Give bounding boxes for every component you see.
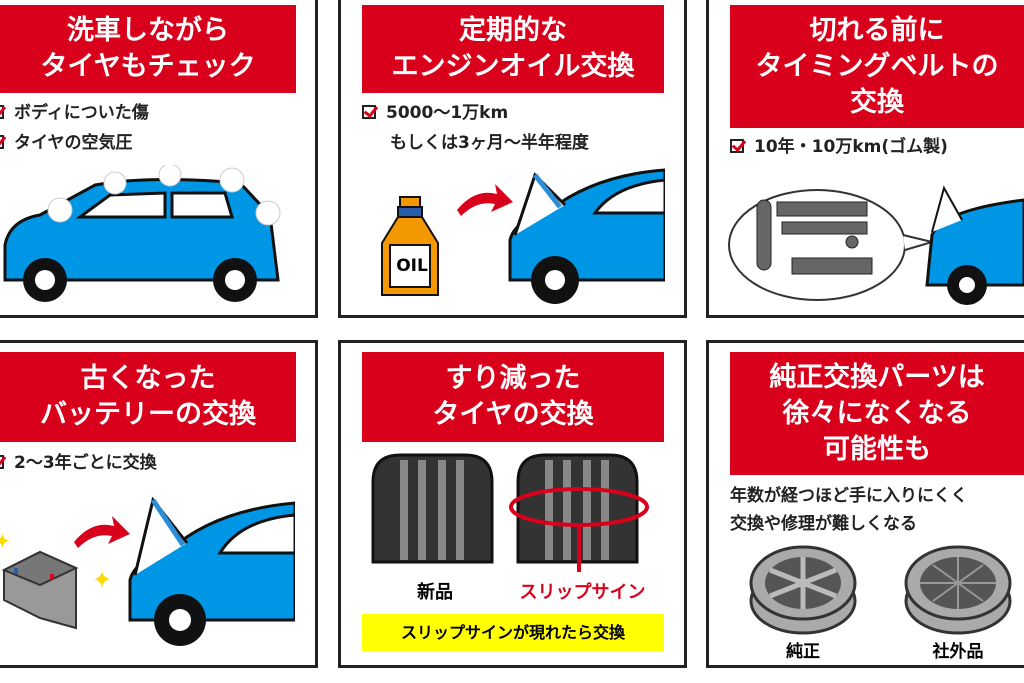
title-line: タイヤの交換 <box>432 399 594 430</box>
checkbox-icon <box>362 105 376 119</box>
tire-tread-illustration <box>371 453 649 572</box>
title-line: エンジンオイル交換 <box>391 51 635 82</box>
panel-battery-title: 古くなったバッテリーの交換 <box>0 352 296 442</box>
red-arrow-icon <box>74 516 130 548</box>
car-open-hood-illustration <box>128 496 295 646</box>
car-open-hood-illustration <box>508 168 665 304</box>
new-tire-label: 新品 <box>417 582 453 603</box>
note-text: 年数が経つほど手に入りにくく <box>730 486 968 506</box>
check-item: 2〜3年ごとに交換 <box>0 448 157 478</box>
check-text: 5000〜1万km <box>386 103 509 123</box>
oil-bottle-icon <box>381 196 439 296</box>
title-line: 洗車しながら <box>67 15 229 46</box>
check-item: 5000〜1万km <box>362 98 508 128</box>
check-text: ボディについた傷 <box>14 103 149 123</box>
red-arrow-icon <box>457 184 513 216</box>
title-line: 徐々になくなる <box>782 397 972 429</box>
check-item: 10年・10万km(ゴム製) <box>730 132 948 162</box>
checkbox-icon <box>0 455 4 469</box>
svg-text:✦: ✦ <box>0 530 11 553</box>
note-text: 交換や修理が難しくなる <box>730 514 917 534</box>
slip-sign-label: スリップサイン <box>519 582 646 603</box>
title-line: 交換 <box>850 86 904 118</box>
checkbox-icon <box>0 135 4 149</box>
genuine-label: 純正 <box>786 642 820 662</box>
title-line: タイヤもチェック <box>40 51 256 82</box>
title-line: タイミングベルトの <box>755 50 999 82</box>
check-text: タイヤの空気圧 <box>14 133 133 153</box>
panel-tire-title: すり減ったタイヤの交換 <box>362 352 664 442</box>
title-line: バッテリーの交換 <box>40 399 256 430</box>
title-line: 可能性も <box>823 433 931 465</box>
timing-belt-callout-illustration <box>728 185 1024 305</box>
title-line: すり減った <box>445 363 581 394</box>
check-text: 10年・10万km(ゴム製) <box>754 137 948 157</box>
check-item: ボディについた傷 <box>0 98 149 128</box>
aftermarket-label: 社外品 <box>932 642 984 662</box>
oil-bottle-label: OIL <box>396 256 428 276</box>
checkbox-icon <box>0 105 4 119</box>
panel-car-wash-title: 洗車しながらタイヤもチェック <box>0 5 296 93</box>
title-line: 純正交換パーツは <box>769 361 985 393</box>
wheels-illustration <box>749 545 1012 635</box>
title-line: 切れる前に <box>809 14 945 46</box>
svg-text:✦: ✦ <box>92 566 112 594</box>
checkbox-icon <box>730 139 744 153</box>
panel-genuine-parts-title: 純正交換パーツは徐々になくなる可能性も <box>730 352 1024 475</box>
panel-engine-oil-title: 定期的なエンジンオイル交換 <box>362 5 664 93</box>
battery-icon: ✦✦ <box>0 530 112 630</box>
check-item: タイヤの空気圧 <box>0 128 133 158</box>
slip-sign-banner: スリップサインが現れたら交換 <box>362 614 664 651</box>
title-line: 古くなった <box>80 363 216 394</box>
check-text: もしくは3ヶ月〜半年程度 <box>390 133 589 153</box>
check-note: もしくは3ヶ月〜半年程度 <box>390 128 589 158</box>
car-with-foam-illustration <box>3 165 281 302</box>
title-line: 定期的な <box>459 15 567 46</box>
panel-timing-belt-title: 切れる前にタイミングベルトの交換 <box>730 5 1024 128</box>
check-text: 2〜3年ごとに交換 <box>14 453 157 473</box>
